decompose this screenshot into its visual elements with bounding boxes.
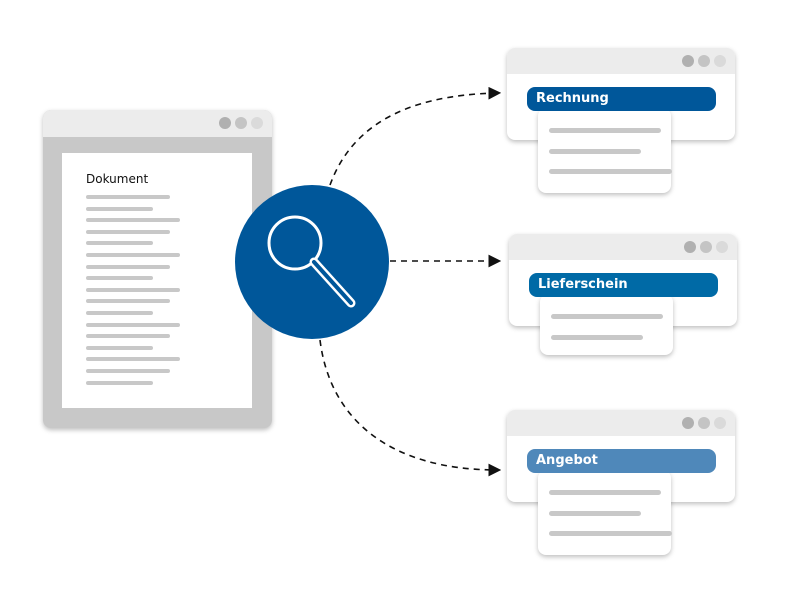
document-text-line (86, 299, 170, 304)
category-sheet-rechnung (538, 108, 672, 193)
sheet-text-line (549, 531, 672, 536)
document-window: Dokument (43, 110, 272, 428)
arrow-to-rechnung (329, 86, 502, 186)
sheet-text-line (549, 510, 641, 516)
document-text-line (86, 380, 153, 385)
document-text-line (86, 311, 153, 315)
document-text-line (86, 218, 180, 223)
sheet-text-line (549, 128, 661, 133)
sheet-text-line (551, 314, 663, 319)
document-page: Dokument (62, 153, 252, 408)
sheet-text-line (549, 148, 641, 154)
sheet-text-line (549, 490, 661, 495)
sheet-text-line (549, 169, 672, 174)
document-text-line (86, 357, 180, 362)
category-label-angebot: Angebot (527, 449, 716, 473)
document-text-line (86, 241, 153, 246)
document-text-line (86, 322, 180, 327)
document-text-line (86, 334, 170, 339)
sheet-text-line (551, 334, 643, 340)
document-text-line (86, 287, 180, 292)
document-text-line (86, 369, 170, 373)
magnifier-icon (267, 215, 356, 308)
document-text-line (86, 276, 153, 281)
document-text-line (86, 229, 170, 234)
document-text-line (86, 195, 170, 199)
document-text-line (86, 264, 170, 269)
document-text-line (86, 253, 180, 257)
category-sheet-angebot (538, 470, 672, 555)
document-title: Dokument (86, 172, 149, 186)
category-sheet-lieferschein (540, 294, 673, 355)
arrow-to-angebot (319, 339, 502, 477)
document-text-line (86, 206, 153, 211)
magnifier-circle (235, 185, 389, 339)
document-text-line (86, 345, 153, 350)
category-label-rechnung: Rechnung (527, 87, 716, 111)
category-label-lieferschein: Lieferschein (529, 273, 718, 297)
